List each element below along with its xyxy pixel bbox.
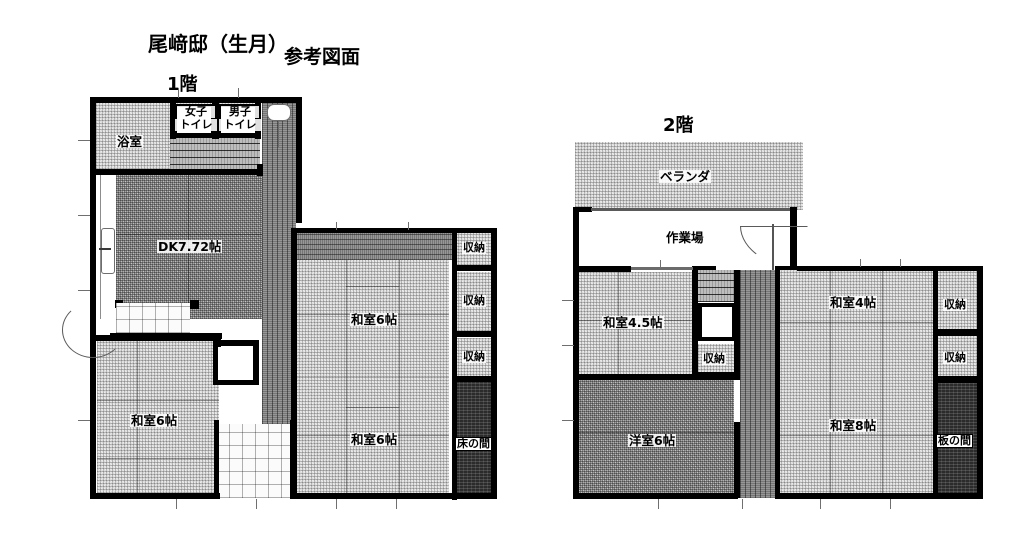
wall: [775, 270, 780, 498]
room-label-womens-toilet-line2: トイレ: [175, 119, 217, 131]
room-washitsu4: [778, 270, 933, 375]
wall: [491, 228, 497, 499]
wall: [294, 493, 497, 499]
closet-box-floor1: [215, 343, 257, 383]
room-label-tokonoma: 床の間: [455, 437, 492, 451]
wall: [573, 404, 579, 430]
wall: [933, 376, 979, 383]
wall: [213, 340, 259, 345]
corridor-vertical-floor2: [740, 270, 778, 498]
wall: [573, 266, 631, 272]
wall: [213, 340, 218, 385]
wall: [452, 376, 497, 382]
wall: [692, 372, 740, 378]
room-label-closet-center: 収納: [702, 352, 726, 365]
room-label-closet-1: 収納: [462, 241, 486, 254]
room-label-womens-toilet-line1: 女子: [177, 106, 215, 118]
wall: [90, 493, 220, 499]
wall: [692, 266, 716, 272]
room-label-itanoma: 板の間: [936, 434, 973, 448]
stairs-floor1: [170, 136, 260, 172]
wall: [573, 493, 738, 499]
wall: [573, 207, 591, 212]
wall: [296, 228, 497, 233]
wall: [775, 493, 983, 499]
wall: [110, 333, 222, 339]
wall: [573, 318, 579, 348]
room-label-washitsu6-lower-left: 和室6帖: [130, 413, 179, 428]
wall: [257, 164, 263, 176]
stair-opening-floor2: [698, 303, 736, 341]
wall: [692, 270, 698, 378]
room-washitsu6-right-lower: [296, 377, 449, 498]
wall: [452, 228, 457, 500]
wall: [93, 169, 263, 175]
wall: [933, 329, 979, 336]
room-label-closet-upper-right: 収納: [943, 298, 967, 311]
wall: [775, 266, 797, 272]
room-dk: [114, 174, 262, 319]
wall: [452, 331, 497, 337]
wall: [219, 97, 256, 102]
wall: [190, 300, 199, 309]
room-label-mens-toilet-line1: 男子: [221, 106, 259, 118]
wall: [213, 380, 259, 385]
page-title: 尾﨑邸（生月）: [148, 32, 288, 56]
wall: [90, 463, 96, 499]
room-label-closet-lower-right: 収納: [943, 351, 967, 364]
wall: [587, 207, 592, 212]
wall: [573, 266, 579, 284]
wall: [174, 97, 212, 102]
room-label-washitsu4: 和室4帖: [829, 295, 878, 310]
room-label-washitsu6-right-lower: 和室6帖: [350, 432, 399, 447]
wall: [214, 420, 219, 498]
room-label-closet-2: 収納: [462, 294, 486, 307]
room-label-washitsu4p5: 和室4.5帖: [602, 315, 664, 330]
room-label-closet-3: 収納: [462, 350, 486, 363]
wall: [573, 266, 579, 498]
wall: [734, 270, 740, 378]
room-label-dk: DK7.72帖: [157, 239, 223, 254]
room-label-washitsu6-right-upper: 和室6帖: [350, 312, 399, 327]
wall: [170, 101, 176, 139]
wall: [290, 420, 296, 498]
room-washitsu8: [778, 375, 933, 498]
wall: [170, 133, 261, 138]
room-label-veranda: ベランダ: [659, 169, 712, 184]
wall: [296, 97, 302, 223]
floor-1-label: 1階: [167, 74, 198, 95]
page-subtitle: 参考図面: [284, 46, 361, 68]
wall: [452, 265, 497, 271]
washbasin-fixture: [267, 104, 291, 121]
room-label-bathroom: 浴室: [116, 134, 144, 149]
wall: [734, 422, 740, 498]
wall: [576, 374, 740, 380]
wall: [573, 462, 579, 499]
door-swing-arc: [62, 302, 124, 358]
entry-step-tile: [116, 303, 190, 333]
room-label-yoshitsu6: 洋室6帖: [628, 433, 677, 448]
room-label-washitsu8: 和室8帖: [829, 418, 878, 433]
sink-fixture: [101, 228, 115, 274]
wall: [253, 340, 259, 385]
stairs-floor2: [694, 270, 740, 302]
room-label-mens-toilet-line2: トイレ: [219, 119, 261, 131]
room-label-workshop: 作業場: [665, 230, 705, 245]
wall: [90, 390, 96, 420]
wall: [90, 215, 96, 241]
floor-2-label: 2階: [663, 115, 694, 136]
entry-tile-genkan: [216, 424, 294, 498]
wall: [977, 266, 983, 499]
wall: [291, 228, 297, 499]
wall: [797, 266, 983, 271]
wall: [90, 97, 96, 499]
wall: [573, 207, 579, 273]
